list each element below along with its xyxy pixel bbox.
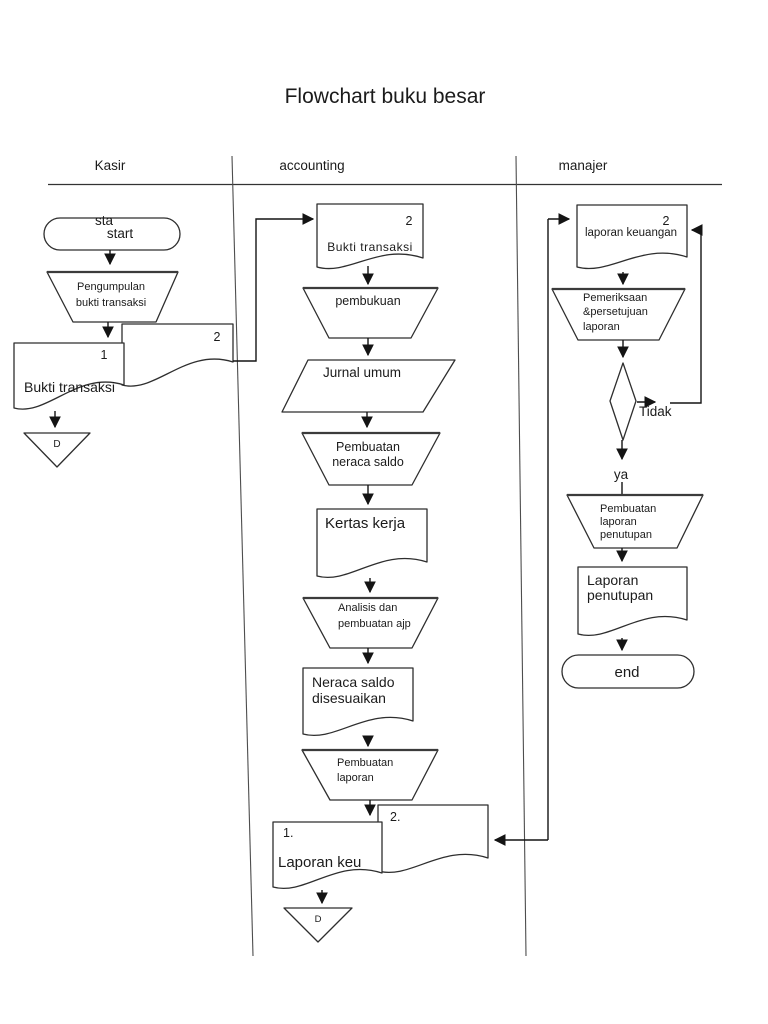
pembuatan-laporan-step: Pembuatan laporan: [301, 748, 439, 801]
document-shape: [377, 804, 489, 873]
lane-accounting: 2 Bukti transaksi pembukuan Jurnal umum …: [272, 203, 489, 943]
connector-accounting-manajer: [493, 213, 571, 846]
archive-triangle: [23, 432, 91, 468]
document-shape: [121, 323, 234, 387]
pemeriksaan-label-line2: &persetujuan: [583, 306, 648, 318]
pemeriksaan-label-line3: laporan: [583, 321, 620, 333]
penutupan-label-line1: Pembuatan: [600, 503, 656, 515]
lane-manajer: 2 laporan keuangan Pemeriksaan &persetuj…: [551, 204, 704, 689]
start-label-line2: start: [107, 226, 134, 241]
document-shape: [316, 203, 424, 270]
analisis-label-line1: Analisis dan: [338, 602, 397, 614]
start-node: sta start: [43, 213, 181, 251]
collect-step: Pengumpulan bukti transaksi: [46, 270, 179, 323]
doc-bukti-transaksi-copy1: 1 Bukti transaksi: [13, 342, 125, 410]
end-label: end: [614, 664, 639, 681]
doc-laporan-penutupan: Laporan penutupan: [577, 566, 688, 636]
doc-laporan-keu-copy1: 1. Laporan keu: [272, 821, 383, 889]
connector-kasir-to-accounting: [233, 213, 315, 362]
doc-copy-number: 1: [101, 348, 108, 362]
archive-label: D: [53, 439, 60, 450]
doc-label-line2: penutupan: [587, 587, 653, 603]
document-shape: [302, 667, 414, 736]
lane-label-kasir: Kasir: [95, 158, 126, 173]
doc-copy-number: 2: [663, 214, 670, 228]
archive-node-kasir: D: [23, 432, 91, 468]
decision-no-label: Tidak: [639, 404, 672, 419]
penutupan-step: Pembuatan laporan penutupan: [566, 493, 704, 549]
document-shape: [316, 508, 428, 578]
doc-bukti-transaksi-acc: 2 Bukti transaksi: [316, 203, 424, 270]
document-shape: [577, 566, 688, 636]
decision-diamond: [609, 362, 637, 441]
lane-divider-1: [231, 155, 254, 957]
archive-node-accounting: D: [283, 907, 353, 943]
end-oval: [561, 654, 695, 689]
lane-kasir: sta start Pengumpulan bukti transaksi 2 …: [13, 213, 315, 468]
doc-label: Bukti transaksi: [24, 379, 115, 395]
document-shape: [272, 821, 383, 889]
penutupan-label-line3: penutupan: [600, 529, 652, 541]
neraca-label-line1: Pembuatan: [336, 440, 400, 454]
document-shape: [576, 204, 688, 270]
neraca-label-line2: neraca saldo: [332, 455, 404, 469]
pembukuan-label: pembukuan: [335, 294, 400, 308]
laporan-label-line2: laporan: [337, 772, 374, 784]
loop-back-connector: [670, 224, 703, 404]
decision-yes-label: ya: [614, 467, 629, 482]
doc-label: Kertas kerja: [325, 515, 406, 532]
doc-bukti-transaksi-copy2: 2: [121, 323, 234, 387]
jurnal-label: Jurnal umum: [323, 365, 401, 380]
pemeriksaan-label-line1: Pemeriksaan: [583, 292, 647, 304]
doc-label-line1: Laporan: [587, 572, 638, 588]
decision-node: [609, 362, 637, 441]
start-label-line1: sta: [95, 213, 114, 228]
document-shape: [13, 342, 125, 410]
doc-label: Laporan keu: [278, 854, 361, 871]
neraca-disesuaikan-doc: Neraca saldo disesuaikan: [302, 667, 414, 736]
penutupan-label-line2: laporan: [600, 516, 637, 528]
start-oval: [43, 217, 181, 251]
laporan-label-line1: Pembuatan: [337, 757, 393, 769]
collect-label-line2: bukti transaksi: [76, 297, 146, 309]
doc-copy-number: 2.: [390, 810, 400, 824]
doc-label-line2: disesuaikan: [312, 690, 386, 706]
doc-copy-number: 1.: [283, 826, 293, 840]
analisis-ajp-step: Analisis dan pembuatan ajp: [302, 596, 439, 649]
lane-headers: Kasir accounting manajer: [48, 155, 722, 957]
doc-label: Bukti transaksi: [327, 240, 413, 254]
neraca-saldo-step: Pembuatan neraca saldo: [301, 431, 441, 486]
lane-label-manajer: manajer: [559, 158, 608, 173]
end-node: end: [561, 654, 695, 689]
lane-label-accounting: accounting: [279, 158, 344, 173]
collect-label-line1: Pengumpulan: [77, 281, 145, 293]
doc-label: laporan keuangan: [585, 227, 677, 239]
doc-label-line1: Neraca saldo: [312, 674, 395, 690]
doc-laporan-keuangan: 2 laporan keuangan: [576, 204, 688, 270]
archive-label: D: [315, 914, 322, 925]
jurnal-parallelogram: [281, 359, 456, 413]
pemeriksaan-step: Pemeriksaan &persetujuan laporan: [551, 287, 686, 341]
pembukuan-step: pembukuan: [302, 286, 439, 339]
archive-triangle: [283, 907, 353, 943]
doc-laporan-keu-copy2: 2.: [377, 804, 489, 873]
kertas-kerja-doc: Kertas kerja: [316, 508, 428, 578]
doc-copy-number: 2: [406, 214, 413, 228]
jurnal-umum-node: Jurnal umum: [281, 359, 456, 413]
analisis-label-line2: pembuatan ajp: [338, 618, 411, 630]
doc-copy-number: 2: [214, 330, 221, 344]
lane-divider-2: [515, 155, 527, 957]
page-title: Flowchart buku besar: [285, 85, 486, 108]
